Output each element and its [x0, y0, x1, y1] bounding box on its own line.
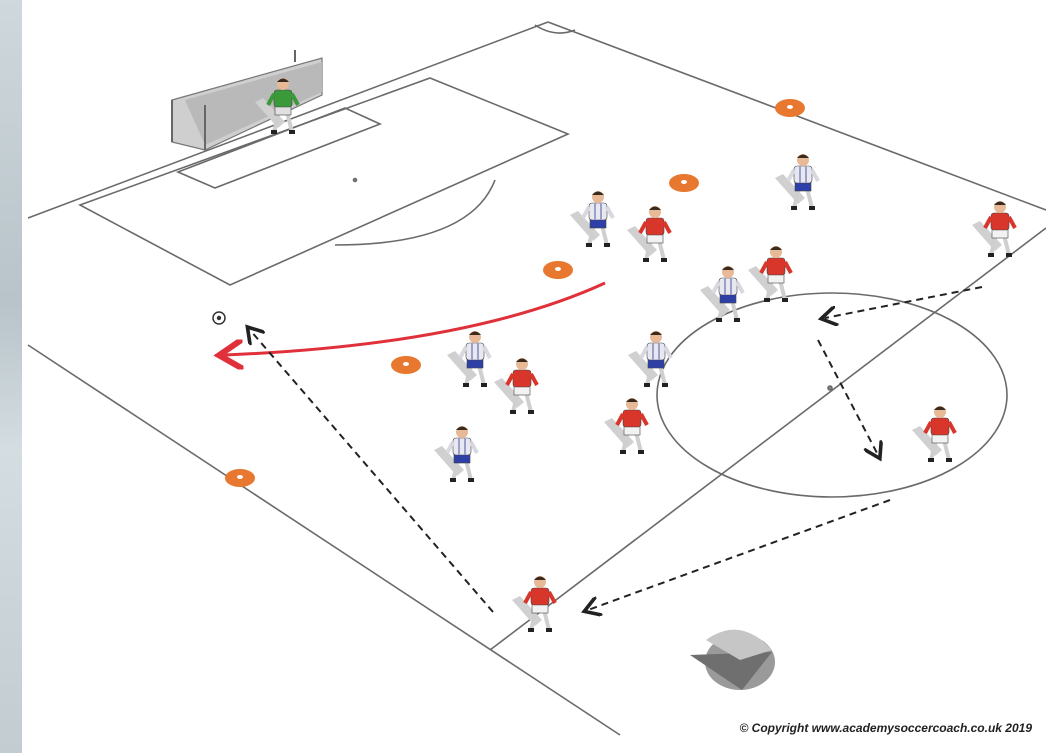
compass-icon — [690, 629, 775, 690]
player-icon — [748, 246, 793, 302]
player-icon — [627, 206, 672, 262]
ball-icon — [212, 311, 226, 325]
player-icon — [512, 576, 557, 632]
players-layer — [255, 78, 1017, 632]
player-icon — [494, 358, 539, 414]
far-touchline — [547, 21, 1046, 211]
cone-icon — [543, 261, 573, 279]
cone-icon — [775, 99, 805, 117]
player-icon — [447, 331, 492, 387]
copyright-text: © Copyright www.academysoccercoach.co.uk… — [739, 721, 1032, 735]
cone-icon — [225, 469, 255, 487]
penalty-arc — [334, 179, 496, 246]
run-arrow-4 — [588, 499, 891, 610]
player-icon — [700, 266, 745, 322]
player-icon — [972, 201, 1017, 257]
run-arrow-3 — [817, 339, 878, 455]
player-icon — [912, 406, 957, 462]
halfway-line — [489, 227, 1046, 651]
run-arrow-2 — [825, 286, 983, 318]
center-spot — [827, 385, 833, 391]
near-touchline — [27, 344, 621, 736]
player-icon — [434, 426, 479, 482]
cone-icon — [391, 356, 421, 374]
pass-arrow — [225, 281, 606, 355]
player-icon — [628, 331, 673, 387]
corner-arc — [534, 24, 576, 34]
player-icon — [570, 191, 615, 247]
cones-layer — [225, 99, 805, 487]
player-icon — [255, 78, 300, 134]
side-strip — [0, 0, 22, 753]
run-arrow-1 — [250, 330, 494, 613]
penalty-spot — [352, 177, 358, 183]
player-icon — [775, 154, 820, 210]
cone-icon — [669, 174, 699, 192]
center-circle — [656, 292, 1008, 498]
player-icon — [604, 398, 649, 454]
